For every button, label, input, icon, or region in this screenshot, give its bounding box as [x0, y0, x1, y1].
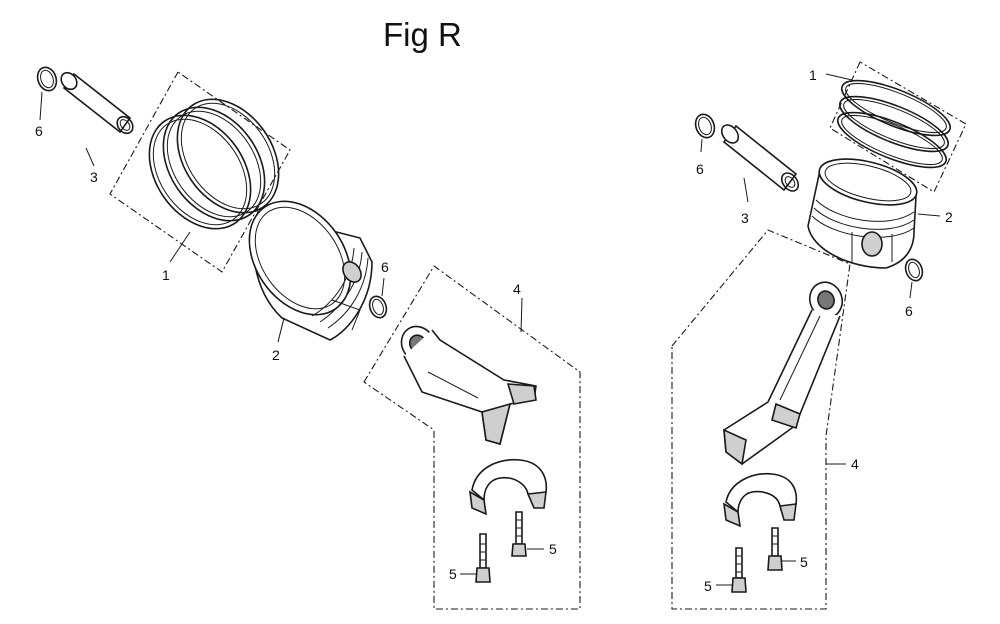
left-connecting-rod — [400, 325, 537, 445]
right-label-6-right: 6 — [905, 303, 913, 319]
left-label-6-top: 6 — [35, 123, 43, 139]
left-bolt-lower — [475, 533, 491, 583]
right-label-1: 1 — [809, 67, 817, 83]
right-label-4: 4 — [851, 456, 859, 472]
right-snap-ring-left — [694, 113, 716, 139]
figure-title: Fig R — [383, 16, 462, 53]
right-snap-ring-right — [904, 258, 924, 282]
right-piston-ring-set — [837, 79, 951, 169]
right-label-5-upper: 5 — [800, 554, 808, 570]
right-label-2: 2 — [945, 209, 953, 225]
left-piston-ring-set — [109, 71, 291, 273]
left-label-6-right: 6 — [381, 259, 389, 275]
right-assembly: 1 6 3 — [671, 61, 967, 610]
right-connecting-rod — [723, 281, 844, 466]
left-bolt-upper — [511, 511, 527, 557]
right-piston — [807, 158, 918, 269]
left-piston-pin — [60, 71, 134, 135]
left-label-3: 3 — [90, 169, 98, 185]
left-assembly: 6 3 1 — [35, 66, 581, 610]
left-label-1: 1 — [162, 267, 170, 283]
left-rod-cap — [469, 458, 548, 516]
left-piston — [248, 200, 373, 341]
left-label-5-upper: 5 — [549, 541, 557, 557]
left-label-2: 2 — [272, 347, 280, 363]
right-label-3: 3 — [741, 210, 749, 226]
right-rod-cap — [723, 472, 798, 528]
left-label-5-lower: 5 — [449, 566, 457, 582]
left-snap-ring-right — [368, 295, 388, 319]
right-bolt-upper — [767, 527, 783, 571]
left-snap-ring-top — [36, 66, 58, 92]
right-label-6-left: 6 — [696, 161, 704, 177]
left-label-4: 4 — [513, 281, 521, 297]
right-label-5-lower: 5 — [704, 578, 712, 594]
right-bolt-lower — [731, 547, 747, 593]
right-piston-pin — [720, 124, 800, 192]
